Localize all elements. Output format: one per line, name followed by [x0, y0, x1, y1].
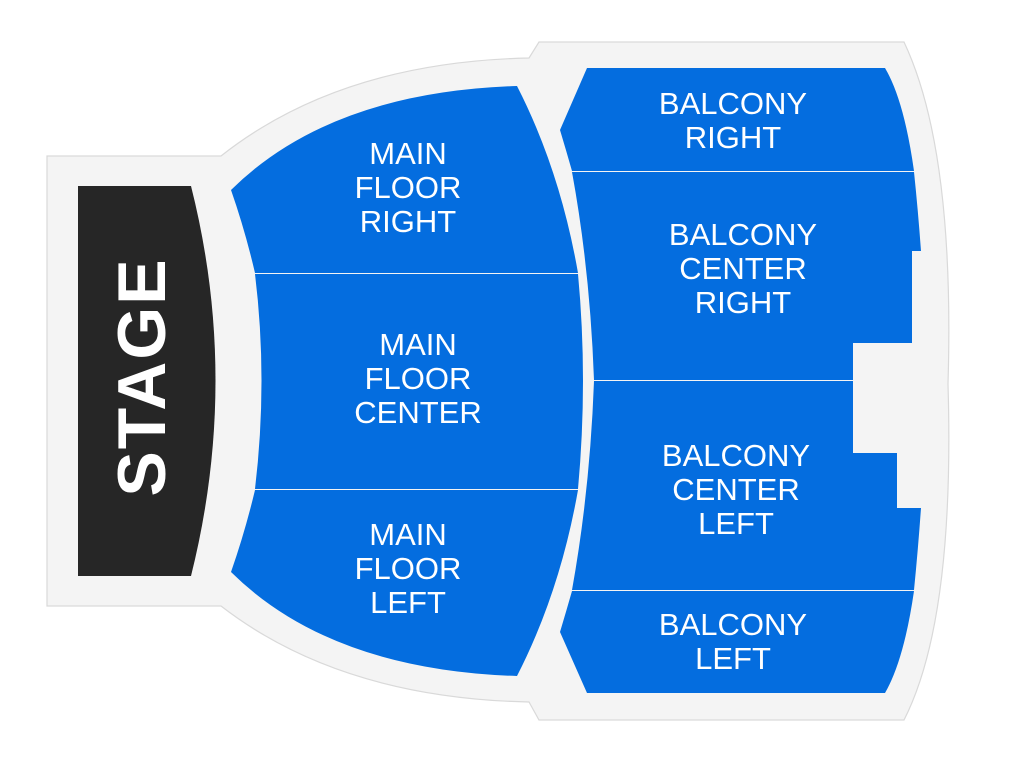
- section-balcony-left[interactable]: BALCONY LEFT: [560, 591, 914, 693]
- section-main-floor-right[interactable]: MAIN FLOOR RIGHT: [231, 86, 578, 273]
- section-main-floor-left[interactable]: MAIN FLOOR LEFT: [231, 490, 578, 676]
- stage: [78, 186, 216, 576]
- section-main-floor-center[interactable]: MAIN FLOOR CENTER: [255, 274, 583, 489]
- stage-label: STAGE: [104, 257, 180, 496]
- section-balcony-right[interactable]: BALCONY RIGHT: [560, 68, 914, 171]
